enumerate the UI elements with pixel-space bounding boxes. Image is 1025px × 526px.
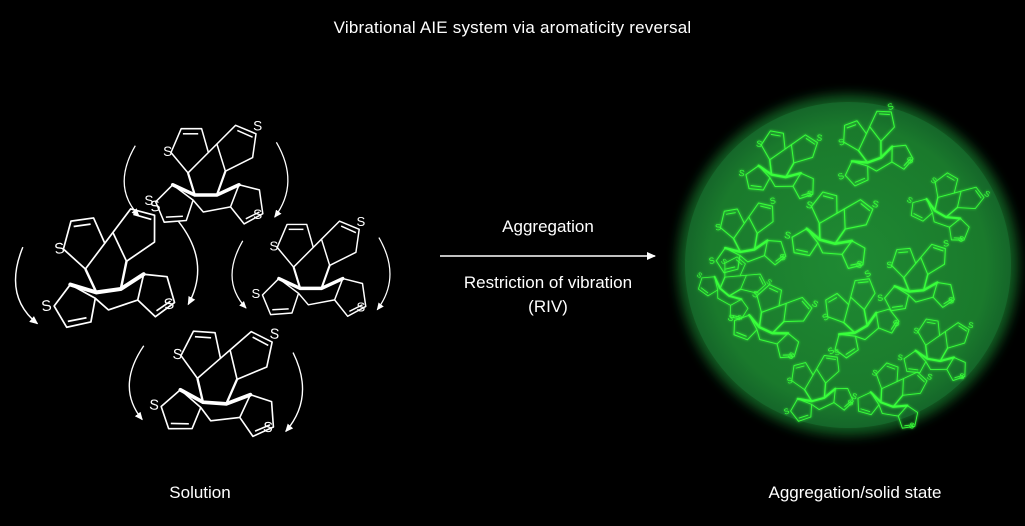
sulfur-atom-label: S xyxy=(957,234,966,244)
sulfur-atom-label: S xyxy=(908,421,916,431)
sulfur-atom-label: S xyxy=(149,397,160,414)
sulfur-atom-label: S xyxy=(40,297,52,315)
sulfur-atom-label: S xyxy=(850,391,858,401)
caption-aggregate: Aggregation/solid state xyxy=(768,483,942,502)
sulfur-atom-label: S xyxy=(826,345,836,357)
sulfur-atom-label: S xyxy=(779,252,787,263)
sulfur-atom-label: S xyxy=(929,175,938,185)
solution-molecule: S S S S xyxy=(128,326,304,438)
sulfur-atom-label: S xyxy=(751,288,761,300)
sulfur-atom-label: S xyxy=(820,311,830,323)
sulfur-atom-label: S xyxy=(755,138,763,149)
sulfur-atom-label: S xyxy=(906,155,915,166)
sulfur-atom-label: S xyxy=(983,189,992,199)
aggregate-molecule: S S S S xyxy=(877,238,955,312)
aggregate-molecule: S S S S xyxy=(897,318,974,382)
sulfur-atom-label: S xyxy=(836,170,845,181)
sulfur-atom-label: S xyxy=(816,132,824,143)
caption-solution: Solution xyxy=(169,483,231,502)
sulfur-atom-label: S xyxy=(886,260,893,270)
sulfur-atom-label: S xyxy=(769,195,777,206)
sulfur-atom-label: S xyxy=(719,256,729,266)
vibration-arrow xyxy=(376,237,391,311)
sulfur-atom-label: S xyxy=(943,238,950,248)
sulfur-atom-label: S xyxy=(958,372,965,382)
sulfur-atom-label: S xyxy=(714,222,722,233)
sulfur-atom-label: S xyxy=(263,420,274,437)
aggregate-molecule: S S S S xyxy=(738,130,824,200)
arrow-label-aggregation: Aggregation xyxy=(502,217,594,236)
sulfur-atom-label: S xyxy=(786,376,793,386)
sulfur-atom-label: S xyxy=(163,144,172,159)
sulfur-atom-label: S xyxy=(847,398,854,408)
aggregate-disc xyxy=(678,95,1018,435)
vibration-arrow xyxy=(231,240,247,309)
sulfur-atom-label: S xyxy=(764,277,774,287)
vibration-arrow xyxy=(285,352,304,433)
sulfur-atom-label: S xyxy=(356,299,365,314)
solution-molecule: S S S S xyxy=(231,214,391,318)
vibration-arrow xyxy=(123,145,140,217)
sulfur-atom-label: S xyxy=(356,214,365,229)
sulfur-atom-label: S xyxy=(897,353,904,363)
sulfur-atom-label: S xyxy=(871,199,880,211)
sulfur-atom-label: S xyxy=(53,240,65,258)
sulfur-atom-label: S xyxy=(172,347,183,364)
sulfur-atom-label: S xyxy=(877,292,884,302)
sulfur-atom-label: S xyxy=(270,239,279,254)
sulfur-atom-label: S xyxy=(913,326,920,336)
sulfur-atom-label: S xyxy=(253,118,262,133)
sulfur-atom-label: S xyxy=(810,298,820,310)
sulfur-atom-label: S xyxy=(837,136,846,147)
sulfur-atom-label: S xyxy=(149,198,161,216)
arrow-label-riv: (RIV) xyxy=(528,297,568,316)
sulfur-atom-label: S xyxy=(786,350,796,362)
sulfur-atom-label: S xyxy=(734,313,744,323)
sulfur-atom-label: S xyxy=(855,259,864,271)
arrow-label-restriction: Restriction of vibration xyxy=(463,273,633,292)
vibration-arrow xyxy=(128,345,145,421)
sulfur-atom-label: S xyxy=(863,268,873,280)
solution-molecule: S S S S xyxy=(14,198,199,329)
sulfur-atom-label: S xyxy=(783,230,792,242)
aggregate-molecule: S S S S xyxy=(836,101,915,187)
vibration-arrow xyxy=(14,246,39,325)
sulfur-atom-label: S xyxy=(695,270,705,280)
sulfur-atom-label: S xyxy=(253,207,262,222)
sulfur-atom-label: S xyxy=(948,295,955,305)
sulfur-atom-label: S xyxy=(144,193,153,208)
sulfur-atom-label: S xyxy=(833,347,840,357)
sulfur-atom-label: S xyxy=(738,168,746,179)
sulfur-atom-label: S xyxy=(871,368,879,378)
sulfur-atom-label: S xyxy=(891,317,901,329)
sulfur-atom-label: S xyxy=(252,286,261,301)
sulfur-atom-label: S xyxy=(926,372,934,382)
sulfur-atom-label: S xyxy=(708,255,716,266)
vibration-arrow xyxy=(177,220,199,306)
sulfur-atom-label: S xyxy=(886,101,895,112)
sulfur-atom-label: S xyxy=(726,312,736,324)
sulfur-atom-label: S xyxy=(967,320,974,330)
sulfur-atom-label: S xyxy=(163,295,175,313)
sulfur-atom-label: S xyxy=(269,326,280,343)
sulfur-atom-label: S xyxy=(905,195,914,205)
sulfur-atom-label: S xyxy=(783,407,790,417)
sulfur-atom-label: S xyxy=(805,200,814,212)
vibration-arrow xyxy=(274,141,289,218)
aggregate-molecule: S S S S xyxy=(905,172,992,244)
figure-title: Vibrational AIE system via aromaticity r… xyxy=(333,18,692,37)
sulfur-atom-label: S xyxy=(806,189,814,200)
